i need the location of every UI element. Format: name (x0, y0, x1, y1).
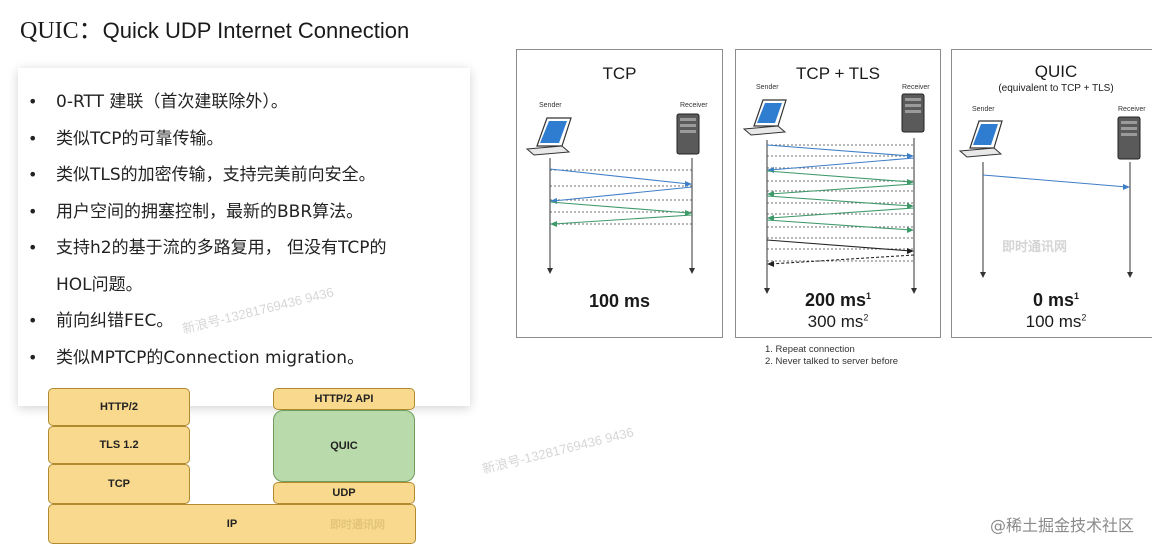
tcptls-latency-first: 300 ms2 (736, 312, 940, 332)
feature-item: 0-RTT 建联（首次建联除外）。 (18, 84, 470, 121)
quic-time1: 0 ms (1032, 290, 1074, 310)
feature-item: 类似TLS的加密传输，支持完美前向安全。 (18, 157, 470, 194)
panel-quic-subtitle: (equivalent to TCP + TLS) (998, 83, 1114, 94)
title-text: Quick UDP Internet Connection (102, 18, 410, 43)
feature-item: 前向纠错FEC。 (18, 303, 470, 340)
quic-sequence-diagram (958, 116, 1141, 278)
server-icon (1117, 116, 1141, 160)
tcptls-latency-repeat: 200 ms1 (736, 290, 940, 311)
feature-item: 类似MPTCP的Connection migration。 (18, 340, 470, 377)
quic-sup2: 2 (1081, 312, 1087, 323)
page-title: QUIC：Quick UDP Internet Connection (20, 10, 409, 45)
feature-item: 支持h2的基于流的多路复用， 但没有TCP的 (18, 230, 470, 267)
receiver-label: Receiver (1118, 106, 1146, 113)
stack-http2-api: HTTP/2 API (273, 388, 415, 410)
stack-http2: HTTP/2 (48, 388, 190, 426)
footnote-1: 1. Repeat connection (765, 344, 855, 355)
tcptls-sup1: 1 (866, 291, 872, 301)
receiver-label: Receiver (680, 102, 708, 109)
tcp-latency: 100 ms (588, 291, 651, 311)
tcptls-sequence-diagram (742, 93, 925, 294)
stack-tls: TLS 1.2 (48, 426, 190, 464)
feature-item-continued: HOL问题。 (56, 274, 143, 295)
laptop-icon (525, 117, 572, 156)
feature-item: 用户空间的拥塞控制，最新的BBR算法。 (18, 194, 470, 231)
tcptls-time1: 200 ms (804, 290, 867, 310)
tcp-sequence-diagram (525, 113, 700, 274)
server-icon (901, 93, 925, 133)
tcptls-time2: 300 ms (807, 312, 864, 331)
sender-label: Sender (756, 84, 779, 91)
stack-tcp: TCP (48, 464, 190, 504)
receiver-label: Receiver (902, 84, 930, 91)
logo-watermark: 即时通讯网 (330, 518, 385, 531)
laptop-icon (742, 99, 787, 136)
stack-udp: UDP (273, 482, 415, 504)
feature-item: 类似TCP的可靠传输。 (18, 121, 470, 158)
quic-latency-repeat: 0 ms1 (952, 290, 1152, 311)
panel-tcp-title: TCP (602, 64, 637, 83)
server-icon (676, 113, 700, 155)
laptop-icon (958, 120, 1003, 158)
feature-list: 0-RTT 建联（首次建联除外）。 类似TCP的可靠传输。 类似TLS的加密传输… (18, 68, 470, 376)
panel-tcp: TCP Sender Receiver 100 ms (516, 49, 723, 338)
footnote-2: 2. Never talked to server before (765, 356, 899, 367)
quic-latency-first: 100 ms2 (952, 312, 1152, 332)
quic-sup1: 1 (1074, 291, 1080, 301)
stack-ip: IP (48, 504, 416, 544)
panel-quic: QUIC (equivalent to TCP + TLS) Sender Re… (951, 49, 1152, 338)
panel-tcp-tls: TCP + TLS Sender Receiver (735, 49, 941, 338)
watermark: 新浪号-13281769436 9436 (480, 424, 636, 477)
sender-label: Sender (972, 106, 995, 113)
feature-list-card: 0-RTT 建联（首次建联除外）。 类似TCP的可靠传输。 类似TLS的加密传输… (18, 68, 470, 406)
sender-label: Sender (539, 102, 562, 109)
stack-quic: QUIC (273, 410, 415, 482)
source-credit: @稀土掘金技术社区 (989, 516, 1134, 535)
quic-time2: 100 ms (1025, 312, 1082, 331)
panel-tcptls-title: TCP + TLS (796, 64, 880, 83)
logo-watermark: 即时通讯网 (1002, 240, 1068, 255)
tcptls-sup2: 2 (863, 312, 869, 323)
panel-quic-title: QUIC (1034, 62, 1078, 81)
title-prefix: QUIC： (20, 18, 103, 44)
